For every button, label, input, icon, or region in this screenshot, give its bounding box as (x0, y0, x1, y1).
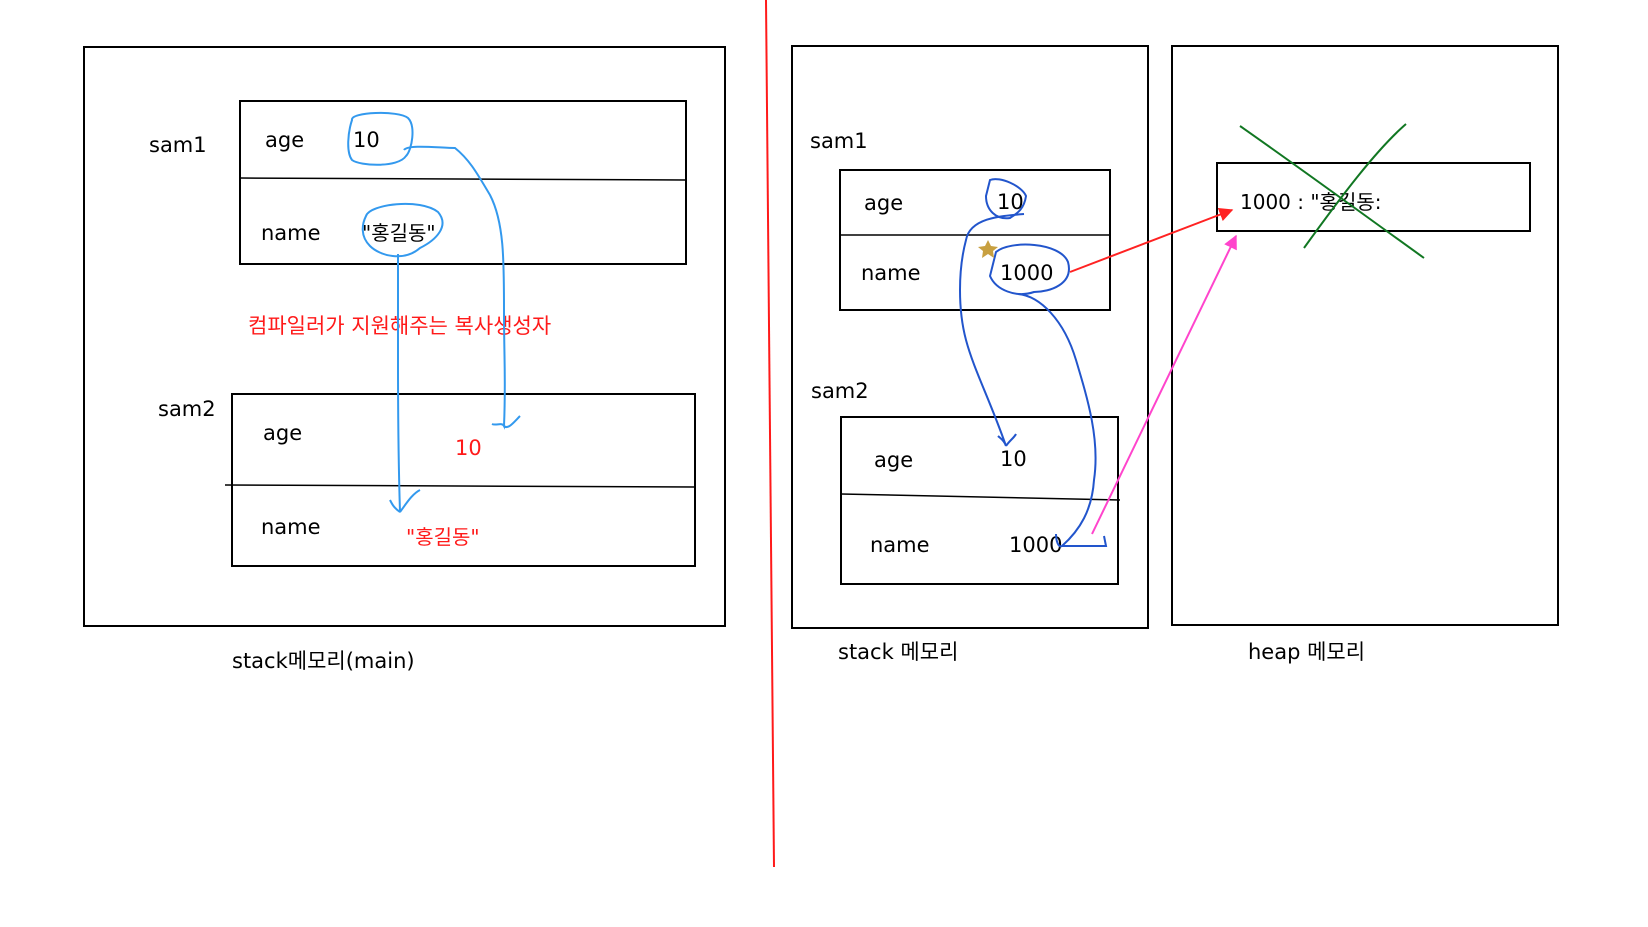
left-stack-caption: stack메모리(main) (232, 649, 415, 673)
right-sam2-age-value: 10 (1000, 447, 1027, 471)
right-sam2-object (840, 416, 1119, 585)
left-sam2-age-value: 10 (455, 436, 482, 460)
right-sam2-name-value: 1000 (1009, 533, 1063, 557)
right-sam1-name-value: 1000 (1000, 261, 1054, 285)
left-sam2-name-value: "홍길동" (406, 525, 480, 549)
left-stack-frame (83, 46, 726, 627)
left-sam1-age-label: age (265, 128, 305, 152)
left-sam1-name-value: "홍길동" (362, 221, 436, 245)
page-divider (765, 0, 775, 868)
left-sam2-name-label: name (261, 515, 321, 539)
right-stack-caption: stack 메모리 (838, 640, 959, 664)
right-sam1-label: sam1 (810, 129, 868, 153)
copy-constructor-annotation: 컴파일러가 지원해주는 복사생성자 (248, 314, 552, 338)
heap-frame (1171, 45, 1559, 626)
left-sam2-label: sam2 (158, 397, 216, 421)
left-sam1-name-label: name (261, 221, 321, 245)
left-sam1-label: sam1 (149, 133, 207, 157)
heap-caption: heap 메모리 (1248, 640, 1366, 664)
right-sam1-name-label: name (861, 261, 921, 285)
right-sam2-name-label: name (870, 533, 930, 557)
right-sam2-age-label: age (874, 448, 914, 472)
heap-entry: 1000 : "홍길동: (1240, 190, 1382, 214)
right-sam2-label: sam2 (811, 379, 869, 403)
right-sam1-age-value: 10 (997, 190, 1024, 214)
left-sam1-age-value: 10 (353, 128, 380, 152)
right-sam1-age-label: age (864, 191, 904, 215)
left-sam2-age-label: age (263, 421, 303, 445)
